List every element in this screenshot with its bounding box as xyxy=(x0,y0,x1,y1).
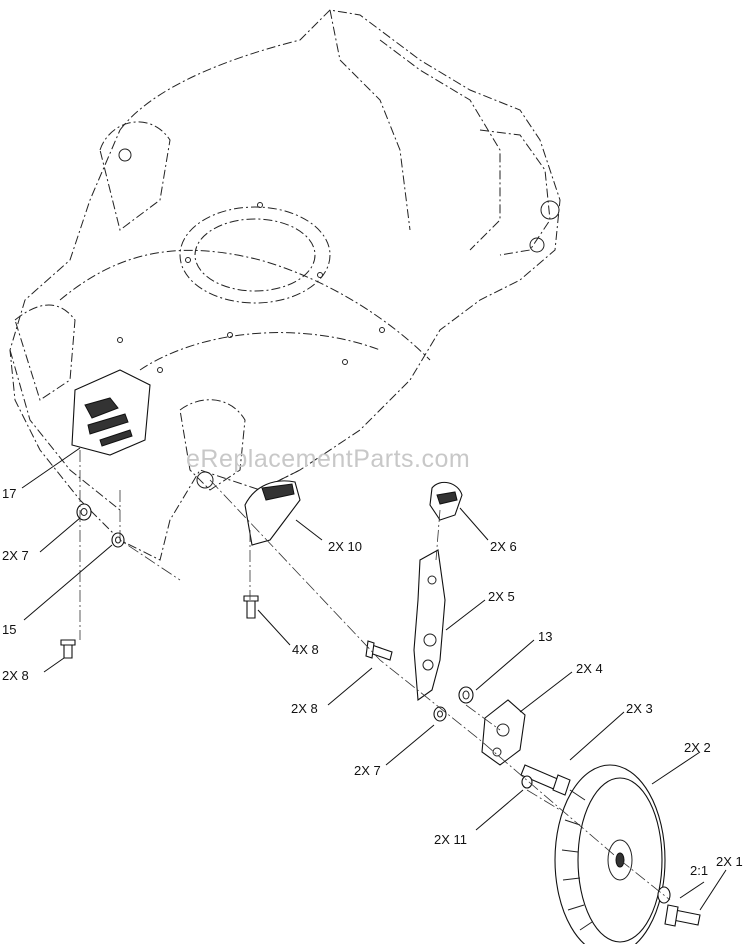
callout-labels: 17 2X 7 15 2X 8 2X 10 4X 8 2X 6 2X 5 13 … xyxy=(2,486,743,878)
mower-deck-housing xyxy=(9,9,561,561)
wheel-bracket-arm xyxy=(413,549,446,702)
pivot-block xyxy=(481,699,526,766)
decal-plate xyxy=(71,369,151,456)
watermark-text: eReplacementParts.com xyxy=(186,445,470,473)
small-washer xyxy=(521,775,533,789)
flange-nut-left xyxy=(76,503,92,521)
leader-lines xyxy=(21,447,727,911)
screw-center xyxy=(243,595,259,619)
screw-bracket xyxy=(365,640,393,661)
callout-15: 15 xyxy=(2,622,16,637)
callout-2x3: 2X 3 xyxy=(626,701,653,716)
callout-2x5: 2X 5 xyxy=(488,589,515,604)
wheel-assembly xyxy=(554,764,666,944)
washer-left xyxy=(111,532,125,548)
callout-2x8-center: 2X 8 xyxy=(291,701,318,716)
callout-2x8-left: 2X 8 xyxy=(2,668,29,683)
deck-mounting-holes xyxy=(117,202,385,373)
callout-2x2: 2X 2 xyxy=(684,740,711,755)
callout-2x6: 2X 6 xyxy=(490,539,517,554)
callout-2x4: 2X 4 xyxy=(576,661,603,676)
height-adjust-knob xyxy=(429,481,463,521)
callout-2x11: 2X 11 xyxy=(434,832,467,847)
callout-2x7-right: 2X 7 xyxy=(354,763,381,778)
assembly-centerlines xyxy=(79,450,671,901)
shoulder-bolt xyxy=(520,764,571,796)
callout-4x8: 4X 8 xyxy=(292,642,319,657)
callout-17: 17 xyxy=(2,486,16,501)
callout-2x7-left: 2X 7 xyxy=(2,548,29,563)
callout-2x1: 2X 1 xyxy=(716,854,743,869)
callout-2x10: 2X 10 xyxy=(328,539,362,554)
wheel-bolt xyxy=(664,904,701,927)
bushing xyxy=(458,686,474,704)
height-adjuster-plate xyxy=(244,480,301,546)
callout-2-1: 2:1 xyxy=(690,863,708,878)
callout-13: 13 xyxy=(538,629,552,644)
screw-left xyxy=(60,639,76,659)
flange-nut-right xyxy=(433,706,447,722)
